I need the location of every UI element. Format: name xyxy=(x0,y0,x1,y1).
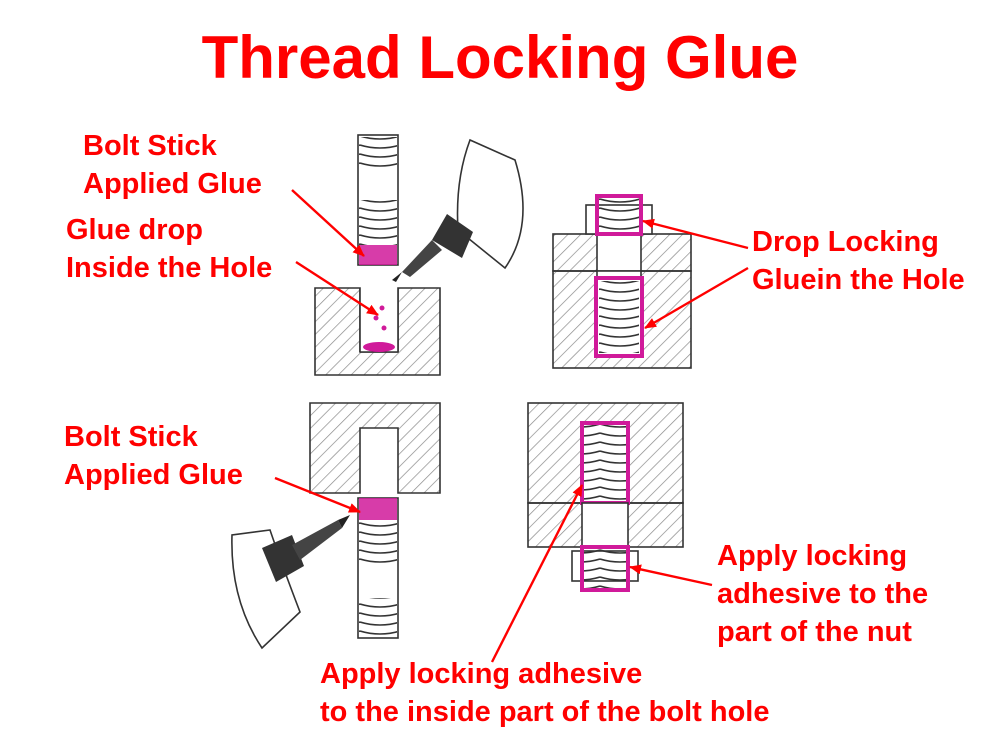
glue-bottle-bottom xyxy=(231,515,350,650)
block-top-left xyxy=(314,287,441,376)
arrow-apply-nut xyxy=(629,564,713,587)
bolt-top-left xyxy=(357,134,399,266)
arrow-bolt-stick-top xyxy=(291,189,365,257)
label-bolt-stick-top: Bolt Stick Applied Glue xyxy=(83,130,262,200)
label-apply-bolt-hole: Apply locking adhesive to the inside par… xyxy=(320,658,770,728)
label-drop-locking: Drop Locking Gluein the Hole xyxy=(752,226,965,296)
arrow-apply-bolt-hole xyxy=(490,484,584,663)
glue-bottle-top xyxy=(392,138,524,282)
glue-nut-top-right xyxy=(595,194,643,236)
glue-nut-bottom-right xyxy=(580,545,630,592)
arrow-bolt-stick-bottom xyxy=(274,476,361,514)
arrow-glue-drop xyxy=(295,260,379,317)
leader-arrows xyxy=(274,189,749,663)
glue-band-top-bolt xyxy=(359,245,397,265)
panel-top-left xyxy=(314,134,524,376)
panel-top-right xyxy=(552,194,692,369)
label-bolt-stick-bottom: Bolt Stick Applied Glue xyxy=(64,421,243,491)
page-title: Thread Locking Glue xyxy=(201,24,799,91)
panel-bottom-left xyxy=(231,402,441,650)
label-apply-nut: Apply locking adhesive to the part of th… xyxy=(717,540,929,648)
glue-band-bottom-bolt xyxy=(359,498,397,520)
arrow-drop-locking-nut xyxy=(642,218,749,250)
glue-bolt-hole-top-right xyxy=(594,276,644,358)
arrow-drop-locking-hole xyxy=(644,266,749,330)
panel-bottom-right xyxy=(527,402,684,592)
label-glue-drop: Glue drop Inside the Hole xyxy=(66,214,273,284)
glue-pool-top-hole xyxy=(363,342,395,352)
